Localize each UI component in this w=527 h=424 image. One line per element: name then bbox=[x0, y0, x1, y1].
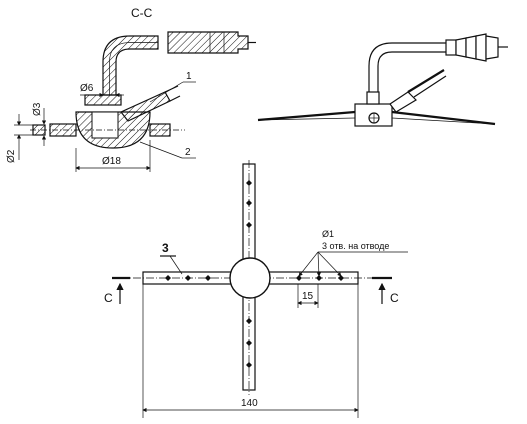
hole-note: Ø1 3 отв. на отводе bbox=[298, 229, 408, 277]
dim-d6: Ø6 bbox=[80, 83, 124, 98]
dim-15-label: 15 bbox=[302, 291, 314, 302]
iso-right-arm-bottom bbox=[391, 117, 496, 125]
dim-d2: Ø2 bbox=[6, 114, 33, 163]
plan-view: 3 Ø1 3 отв. на отводе 15 140 bbox=[104, 160, 408, 418]
hose-nipple bbox=[167, 31, 256, 54]
horizontal-tube bbox=[30, 123, 185, 137]
section-view: С-С bbox=[6, 6, 256, 172]
curved-tube bbox=[102, 35, 159, 96]
dim-d2-label: Ø2 bbox=[6, 149, 17, 163]
dim-15: 15 bbox=[297, 284, 319, 308]
section-title: С-С bbox=[131, 6, 153, 20]
plan-hub bbox=[229, 257, 271, 299]
dim-d3-label: Ø3 bbox=[32, 102, 43, 116]
dim-140-label: 140 bbox=[241, 398, 258, 409]
callout-3: 3 bbox=[160, 241, 183, 275]
dim-140: 140 bbox=[142, 284, 359, 418]
hole-diameter-label: Ø1 bbox=[322, 229, 334, 239]
nozzle bbox=[32, 124, 46, 136]
dim-d18-label: Ø18 bbox=[102, 156, 121, 167]
callout-3-label: 3 bbox=[162, 241, 169, 255]
iso-nipple bbox=[445, 33, 508, 62]
inclined-tube bbox=[120, 85, 181, 122]
cut-right-label: С bbox=[390, 291, 399, 305]
dim-d6-label: Ø6 bbox=[80, 83, 94, 94]
iso-left-arm-bottom bbox=[257, 117, 356, 121]
iso-right-arm-top bbox=[391, 110, 496, 126]
isometric-view bbox=[257, 33, 508, 127]
iso-left-arm-top bbox=[257, 110, 356, 122]
dim-d3: Ø3 bbox=[32, 102, 47, 146]
callout-1: 1 bbox=[149, 71, 196, 103]
section-marker-left: С bbox=[104, 276, 130, 305]
tee-body bbox=[75, 94, 151, 149]
callout-1-label: 1 bbox=[186, 71, 192, 82]
callout-2: 2 bbox=[139, 141, 196, 159]
cut-left-label: С bbox=[104, 291, 113, 305]
dim-d18: Ø18 bbox=[75, 140, 151, 172]
hole-note-label: 3 отв. на отводе bbox=[322, 241, 389, 251]
callout-2-label: 2 bbox=[185, 147, 191, 158]
plan-holes-vertical bbox=[246, 180, 252, 368]
section-marker-right: С bbox=[372, 276, 399, 305]
